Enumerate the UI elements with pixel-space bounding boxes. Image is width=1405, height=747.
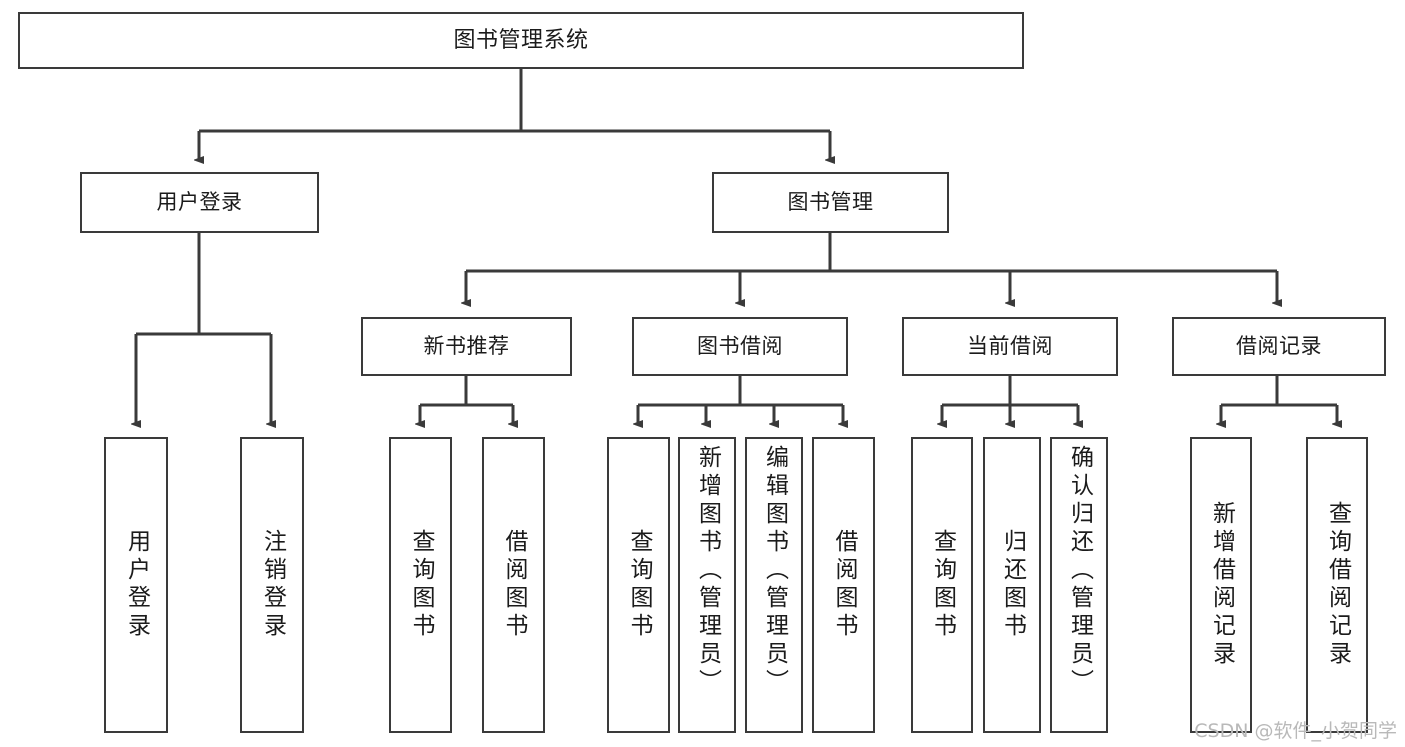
- node-leaf-query-book-3[interactable]: 查询图书: [911, 437, 973, 733]
- node-borrow-record-label: 借阅记录: [1236, 334, 1322, 359]
- watermark: CSDN @软件_小贺同学: [1194, 720, 1397, 742]
- node-leaf-add-record-label: 新增借阅记录: [1208, 501, 1235, 669]
- node-leaf-borrow-book-2[interactable]: 借阅图书: [812, 437, 875, 733]
- node-root[interactable]: 图书管理系统: [18, 12, 1024, 69]
- node-leaf-borrow-book-2-label: 借阅图书: [831, 529, 857, 641]
- node-leaf-edit-book[interactable]: 编辑图书（管理员）: [745, 437, 803, 733]
- node-leaf-query-book-1[interactable]: 查询图书: [389, 437, 452, 733]
- node-leaf-confirm-return-label: 确认归还（管理员）: [1066, 445, 1093, 697]
- node-leaf-return-book-label: 归还图书: [999, 529, 1026, 641]
- node-leaf-query-book-3-label: 查询图书: [929, 529, 956, 641]
- node-leaf-query-record-label: 查询借阅记录: [1324, 501, 1351, 669]
- node-root-label: 图书管理系统: [453, 27, 589, 53]
- node-leaf-logout-label: 注销登录: [259, 529, 286, 641]
- node-leaf-query-book-2-label: 查询图书: [626, 529, 652, 641]
- node-user-login[interactable]: 用户登录: [80, 172, 319, 233]
- node-leaf-edit-book-label: 编辑图书（管理员）: [761, 445, 788, 697]
- node-new-book-recommend-label: 新书推荐: [423, 334, 510, 359]
- node-leaf-borrow-book-1-label: 借阅图书: [501, 529, 527, 641]
- node-leaf-add-book[interactable]: 新增图书（管理员）: [678, 437, 736, 733]
- node-current-borrow-label: 当前借阅: [967, 334, 1053, 359]
- node-leaf-user-login-label: 用户登录: [123, 529, 150, 641]
- node-user-login-label: 用户登录: [156, 190, 243, 215]
- node-leaf-return-book[interactable]: 归还图书: [983, 437, 1041, 733]
- node-book-manage[interactable]: 图书管理: [712, 172, 949, 233]
- node-leaf-confirm-return[interactable]: 确认归还（管理员）: [1050, 437, 1108, 733]
- node-book-borrow[interactable]: 图书借阅: [632, 317, 848, 376]
- node-leaf-add-record[interactable]: 新增借阅记录: [1190, 437, 1252, 733]
- node-leaf-user-login[interactable]: 用户登录: [104, 437, 168, 733]
- node-book-borrow-label: 图书借阅: [697, 334, 783, 359]
- node-book-manage-label: 图书管理: [787, 190, 874, 215]
- node-leaf-query-record[interactable]: 查询借阅记录: [1306, 437, 1368, 733]
- node-current-borrow[interactable]: 当前借阅: [902, 317, 1118, 376]
- node-leaf-add-book-label: 新增图书（管理员）: [694, 445, 721, 697]
- node-leaf-logout[interactable]: 注销登录: [240, 437, 304, 733]
- node-leaf-query-book-2[interactable]: 查询图书: [607, 437, 670, 733]
- node-leaf-query-book-1-label: 查询图书: [408, 529, 434, 641]
- node-new-book-recommend[interactable]: 新书推荐: [361, 317, 572, 376]
- node-borrow-record[interactable]: 借阅记录: [1172, 317, 1386, 376]
- node-leaf-borrow-book-1[interactable]: 借阅图书: [482, 437, 545, 733]
